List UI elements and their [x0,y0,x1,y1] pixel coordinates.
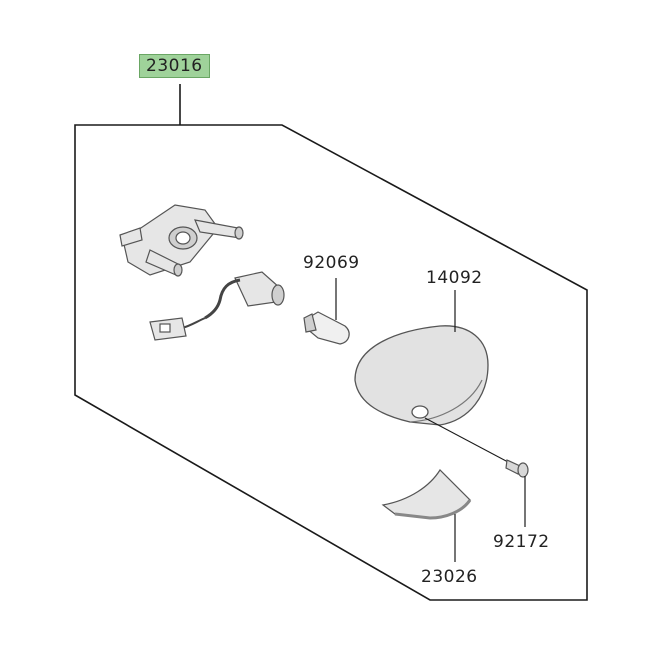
assembly-frame [74,84,588,601]
lens-edge [409,379,483,423]
assembly-number-label[interactable]: 23016 [139,54,210,78]
bulb-base [303,313,317,333]
part-number-92172[interactable]: 92172 [493,532,550,552]
part-number-92069[interactable]: 92069 [303,253,360,273]
screw-head [517,462,529,478]
bulb-part [303,278,350,345]
socket-wire [204,278,241,320]
wire-lead [181,317,206,329]
screw-part [424,417,529,527]
lens-body [354,325,489,426]
lens-part [354,290,489,426]
screw-axis-line [424,417,509,463]
lens-screw-hole [411,405,429,419]
bracket-post-left [119,227,143,247]
bracket-hole-inner [175,231,191,245]
bracket-post-bottom-end [173,263,183,277]
socket-mouth [271,284,285,306]
bulb-socket-part [149,271,285,341]
connector-pin [159,323,171,333]
part-number-14092[interactable]: 14092 [426,268,483,288]
screw-shank [505,459,521,475]
assembly-outline [74,124,588,601]
reflector-part [381,469,472,562]
bulb-glass [305,311,350,345]
part-number-23026[interactable]: 23026 [421,567,478,587]
reflector-edge [394,499,472,520]
bracket-post-right-end [234,226,244,240]
socket-bracket-part [119,204,244,277]
